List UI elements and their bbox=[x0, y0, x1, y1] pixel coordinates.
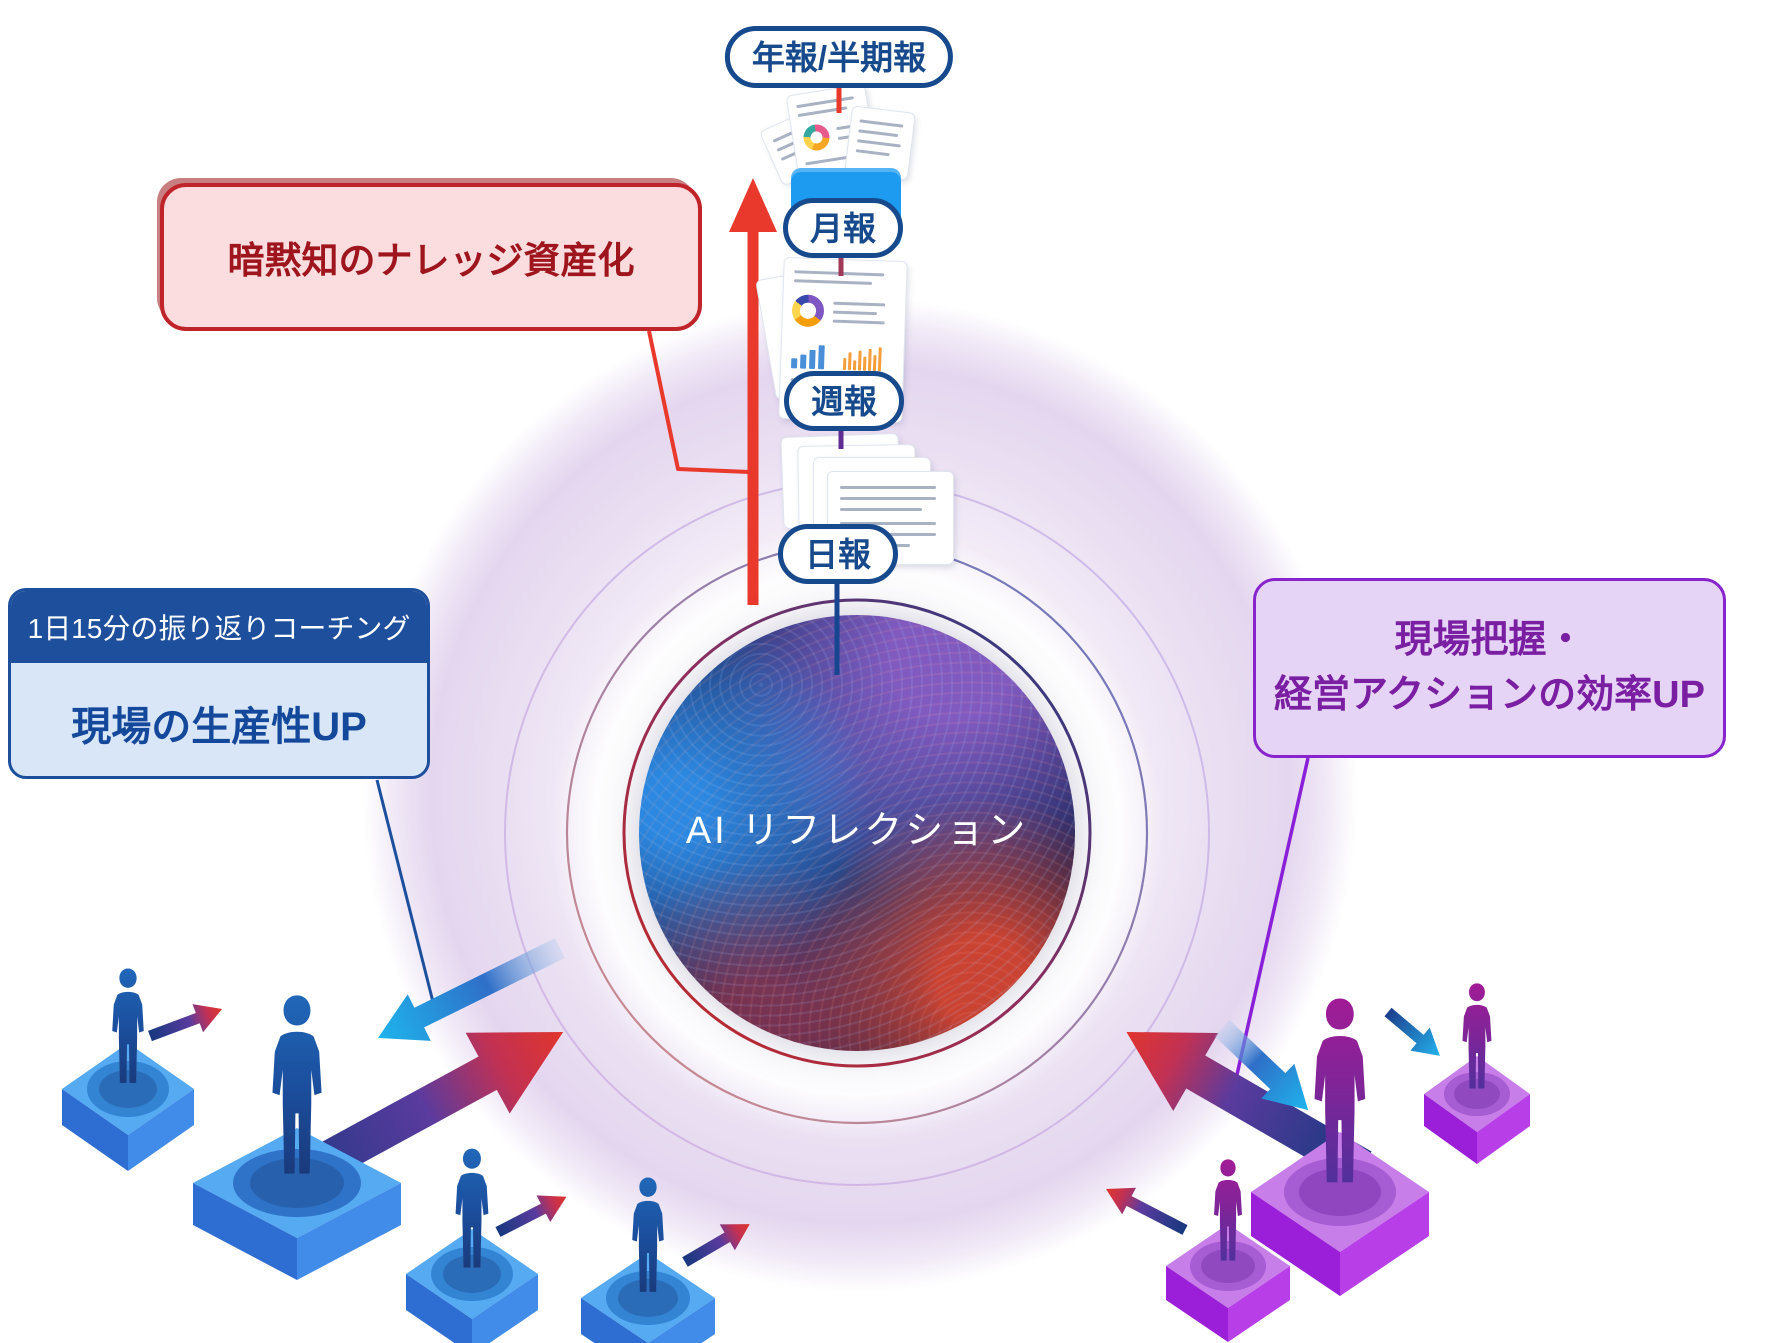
small-growth-arrow bbox=[495, 1195, 567, 1237]
small-growth-arrow bbox=[148, 1004, 223, 1042]
report-pill-weekly: 週報 bbox=[784, 371, 904, 431]
executive-group-right bbox=[1166, 983, 1530, 1342]
worker-group-left bbox=[62, 968, 715, 1343]
mini-bar-chart-blue bbox=[790, 342, 834, 370]
callout-field-headline: 現場の生産性UP bbox=[71, 704, 367, 749]
mini-bar-chart-orange bbox=[842, 344, 890, 372]
small-growth-arrow bbox=[1105, 1187, 1188, 1235]
chain-line-annual-monthly bbox=[836, 81, 842, 113]
callout-management-efficiency: 現場把握・ 経営アクションの効率UP bbox=[1253, 578, 1726, 758]
knowledge-up-arrow bbox=[729, 178, 777, 605]
callout-knowledge-text: 暗黙知のナレッジ資産化 bbox=[227, 240, 635, 281]
executive-platform bbox=[1251, 1132, 1429, 1296]
callout-knowledge-assetization: 暗黙知のナレッジ資産化 bbox=[160, 183, 702, 331]
executive-platform bbox=[1424, 1056, 1530, 1164]
chain-line-monthly-weekly bbox=[838, 250, 844, 276]
callout-management-line1: 現場把握・ bbox=[1394, 618, 1585, 661]
callout-management-line2: 経営アクションの効率UP bbox=[1274, 674, 1705, 716]
callout-field-productivity: 1日15分の振り返りコーチング 現場の生産性UP bbox=[8, 588, 430, 779]
growth-arrow-right bbox=[1126, 1032, 1372, 1185]
callout-field-tag: 1日15分の振り返りコーチング bbox=[11, 591, 427, 663]
chain-line-daily-sphere bbox=[834, 578, 840, 675]
worker-platform bbox=[581, 1253, 715, 1343]
worker-platform bbox=[406, 1229, 538, 1343]
report-pill-daily: 日報 bbox=[778, 524, 898, 584]
blue-callout-connector-line bbox=[375, 779, 435, 1003]
executive-platform bbox=[1166, 1224, 1290, 1342]
report-pill-annual: 年報/半期報 bbox=[724, 26, 954, 88]
report-pill-monthly: 月報 bbox=[783, 198, 903, 258]
mini-donut-chart bbox=[801, 122, 832, 153]
coaching-arrow-right bbox=[1214, 1020, 1309, 1111]
small-growth-arrow bbox=[682, 1224, 750, 1267]
coaching-arrow-left bbox=[378, 938, 565, 1041]
mini-donut-chart bbox=[791, 294, 825, 328]
worker-platform bbox=[62, 1043, 194, 1171]
ai-sphere-label: AI リフレクション bbox=[685, 809, 1029, 852]
orbit-ring-inner bbox=[622, 598, 1092, 1068]
red-callout-connector-line bbox=[647, 330, 750, 474]
worker-platform bbox=[193, 1128, 401, 1280]
small-delegation-arrow bbox=[1384, 1007, 1440, 1056]
ai-sphere: AI リフレクション bbox=[639, 615, 1075, 1051]
chain-line-weekly-daily bbox=[838, 427, 844, 449]
